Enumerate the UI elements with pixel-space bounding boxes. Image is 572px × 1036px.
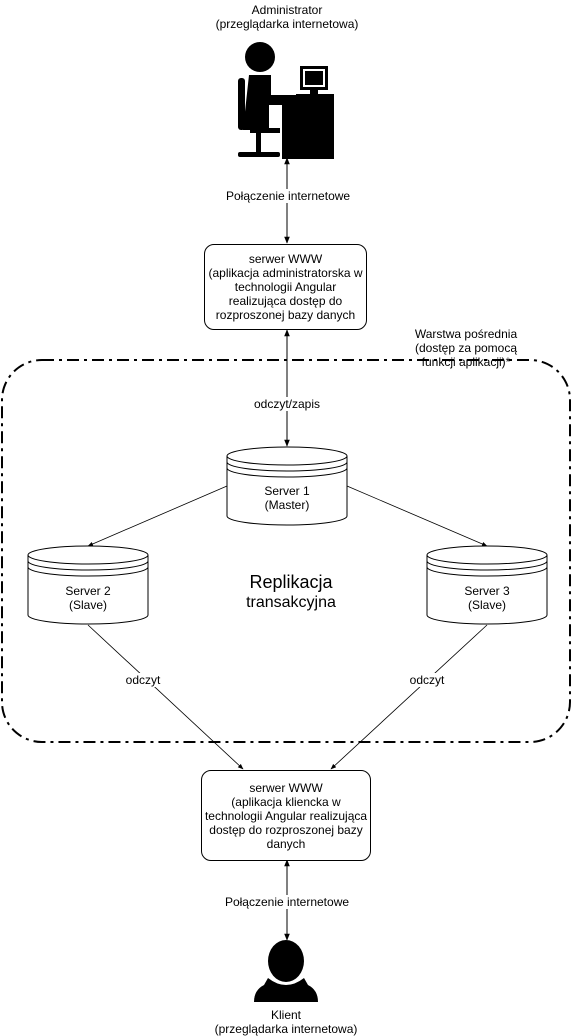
www-client-line3: technologii Angular realizująca: [204, 808, 368, 823]
admin-label-line1: Administrator: [251, 3, 323, 17]
server1-label: Server 1 (Master): [227, 484, 347, 512]
middle-layer-label: Warstwa pośrednia (dostęp za pomocą funk…: [410, 327, 550, 369]
www-admin-line5: rozproszonej bazy danych: [215, 308, 356, 322]
replication-arrow-left: [87, 485, 228, 547]
server1-role: (Master): [264, 498, 310, 512]
database-server3: [426, 545, 548, 625]
replication-line2: transakcyjna: [246, 594, 336, 611]
www-admin-line1: serwer WWW: [248, 252, 323, 266]
database-server2: [27, 545, 149, 625]
replication-label: Replikacja transakcyjna: [211, 572, 371, 612]
www-admin-line2: (aplikacja administratorska w: [208, 266, 363, 280]
middle-layer-line1: Warstwa pośrednia: [414, 327, 518, 341]
replication-line1: Replikacja: [249, 572, 333, 592]
www-client-box: serwer WWW (aplikacja kliencka w technol…: [201, 770, 371, 861]
server2-name: Server 2: [65, 584, 111, 598]
server3-role: (Slave): [467, 598, 506, 612]
connection-top-label: Połączenie internetowe: [226, 189, 351, 203]
replication-arrow-right: [346, 485, 488, 547]
client-label-line1: Klient: [270, 1008, 302, 1022]
server3-label: Server 3 (Slave): [427, 584, 547, 612]
www-client-line2: (aplikacja kliencka w: [231, 794, 341, 809]
middle-layer-line2: (dostęp za pomocą: [414, 341, 518, 355]
connection-bottom-label: Połączenie internetowe: [224, 895, 350, 909]
server2-label: Server 2 (Slave): [28, 584, 148, 612]
database-server1: [226, 446, 348, 526]
read-arrow-left: [87, 624, 244, 770]
read-right-label: odczyt: [406, 673, 448, 687]
read-write-label: odczyt/zapis: [252, 397, 322, 411]
www-admin-box: serwer WWW (aplikacja administratorska w…: [204, 244, 367, 330]
client-label: Klient (przeglądarka internetowa): [186, 1008, 386, 1036]
server1-name: Server 1: [264, 484, 310, 498]
user-silhouette-icon: [254, 940, 318, 1002]
admin-at-computer-icon: [238, 42, 334, 159]
server3-name: Server 3: [464, 584, 510, 598]
www-admin-line3: technologii Angular: [234, 280, 337, 294]
www-client-line5: danych: [266, 836, 306, 851]
admin-label-line2: (przeglądarka internetowa): [215, 17, 359, 31]
client-label-line2: (przeglądarka internetowa): [214, 1022, 358, 1036]
read-left-label: odczyt: [122, 673, 164, 687]
www-client-line1: serwer WWW: [249, 780, 323, 795]
www-admin-line4: realizująca dostęp do: [228, 294, 343, 308]
www-client-line4: dostęp do rozproszonej bazy: [209, 822, 363, 837]
server2-role: (Slave): [68, 598, 107, 612]
middle-layer-line3: funkcji aplikacji)*: [421, 355, 511, 369]
read-arrow-right: [330, 624, 488, 770]
admin-label: Administrator (przeglądarka internetowa): [187, 3, 387, 31]
